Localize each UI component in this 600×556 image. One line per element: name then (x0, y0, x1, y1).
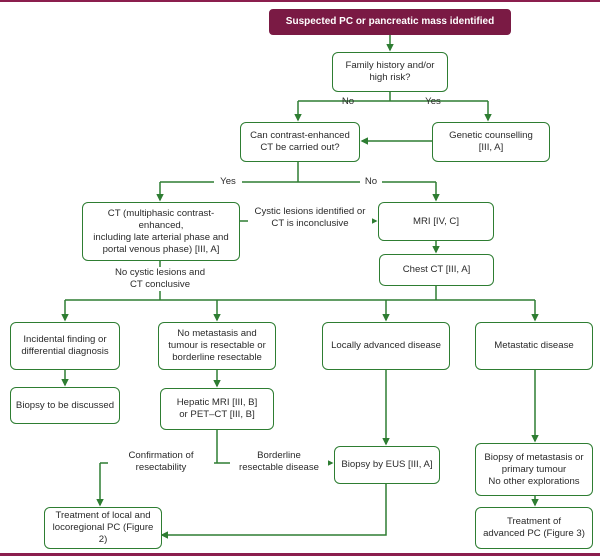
biopsy-metastasis-node: Biopsy of metastasis or primary tumour N… (475, 443, 593, 496)
no-metastasis-text: No metastasis and tumour is resectable o… (168, 328, 266, 363)
label-cystic: Cystic lesions identified or CT is incon… (248, 206, 372, 230)
bottom-rule (0, 553, 600, 556)
treatment-advanced-text: Treatment of advanced PC (Figure 3) (483, 516, 585, 539)
label-yes-ct: Yes (214, 176, 242, 188)
label-yes-family: Yes (425, 96, 441, 107)
incidental-text: Incidental finding or differential diagn… (21, 334, 109, 357)
ct-node: CT (multiphasic contrast-enhanced, inclu… (82, 202, 240, 261)
biopsy-eus-node: Biopsy by EUS [III, A] (334, 446, 440, 484)
hepatic-mri-text: Hepatic MRI [III, B] or PET–CT [III, B] (176, 397, 258, 420)
biopsy-discussed-text: Biopsy to be discussed (15, 399, 115, 411)
incidental-node: Incidental finding or differential diagn… (10, 322, 120, 370)
can-ct-node: Can contrast-enhanced CT be carried out? (240, 122, 360, 162)
family-split (298, 92, 488, 102)
can-ct-text: Can contrast-enhanced CT be carried out? (250, 130, 350, 153)
start-node: Suspected PC or pancreatic mass identifi… (269, 9, 511, 35)
genetic-counselling-text: Genetic counselling [III, A] (449, 130, 533, 153)
biopsy-discussed-node: Biopsy to be discussed (10, 387, 120, 424)
label-borderline: Borderline resectable disease (230, 450, 328, 474)
label-no-cystic: No cystic lesions and CT conclusive (108, 267, 212, 291)
treatment-local-node: Treatment of local and locoregional PC (… (44, 507, 162, 549)
mri-text: MRI [IV, C] (412, 215, 460, 227)
top-rule (0, 0, 600, 2)
treatment-advanced-node: Treatment of advanced PC (Figure 3) (475, 507, 593, 549)
chest-ct-text: Chest CT [III, A] (402, 264, 471, 275)
label-confirmation: Confirmation of resectability (108, 450, 214, 474)
chest-ct-node: Chest CT [III, A] (379, 254, 494, 286)
biopsy-metastasis-text: Biopsy of metastasis or primary tumour N… (484, 451, 584, 487)
genetic-counselling-node: Genetic counselling [III, A] (432, 122, 550, 162)
label-no-ct: No (360, 176, 382, 188)
metastatic-node: Metastatic disease (475, 322, 593, 370)
ct-text: CT (multiphasic contrast-enhanced, inclu… (93, 207, 229, 255)
hepatic-mri-node: Hepatic MRI [III, B] or PET–CT [III, B] (160, 388, 274, 430)
treatment-local-text: Treatment of local and locoregional PC (… (52, 510, 154, 545)
family-history-node: Family history and/or high risk? (332, 52, 448, 92)
can-ct-split (160, 162, 436, 183)
arrow-eus-to-treatment-local (160, 484, 387, 539)
mri-node: MRI [IV, C] (378, 202, 494, 241)
locally-advanced-node: Locally advanced disease (322, 322, 450, 370)
biopsy-eus-text: Biopsy by EUS [III, A] (341, 459, 433, 470)
family-history-text: Family history and/or high risk? (345, 60, 435, 83)
metastatic-text: Metastatic disease (494, 340, 574, 351)
locally-advanced-text: Locally advanced disease (331, 340, 441, 351)
start-node-text: Suspected PC or pancreatic mass identifi… (285, 16, 495, 27)
no-metastasis-node: No metastasis and tumour is resectable o… (158, 322, 276, 370)
label-no-family: No (341, 96, 355, 107)
